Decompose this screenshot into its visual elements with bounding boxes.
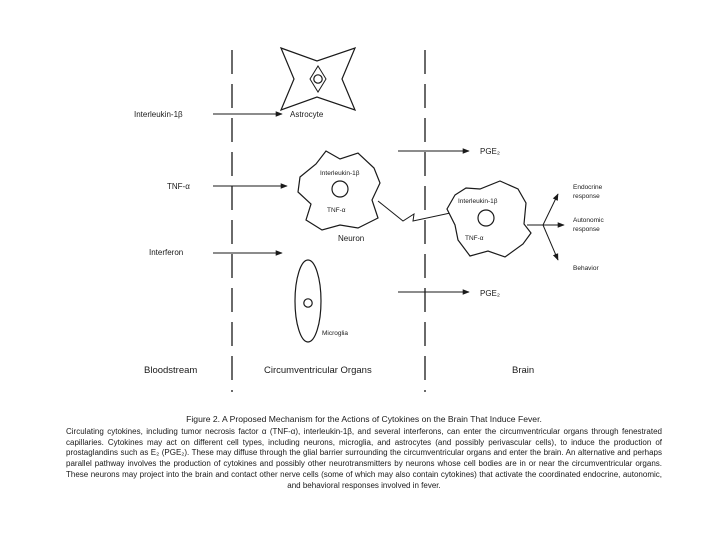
pge-arrows [398, 148, 470, 295]
tnf-input-label: TNF-α [167, 182, 190, 191]
figure-caption: Figure 2. A Proposed Mechanism for the A… [66, 414, 662, 492]
endocrine-label-line1: Endocrine [573, 184, 603, 191]
behavior-arrow [542, 224, 559, 261]
brain-neuron-nucleus [477, 209, 495, 227]
response-arrows [527, 193, 565, 261]
boundary-lines [231, 50, 426, 392]
brain-neuron-cell [446, 180, 532, 258]
astrocyte-nucleus [313, 74, 323, 84]
microglia-cell [294, 259, 322, 343]
interleukin-input-label: Interleukin-1β [134, 110, 183, 119]
brain-neuron-interleukin-label: Interleukin-1β [458, 198, 498, 205]
behavior-label: Behavior [573, 265, 599, 272]
input-arrows [213, 111, 288, 256]
microglia-label: Microglia [322, 330, 348, 337]
endocrine-arrow [542, 193, 559, 226]
bloodstream-region-label: Bloodstream [144, 365, 197, 376]
neuron-label: Neuron [338, 234, 364, 243]
cytokine-mechanism-diagram: Interleukin-1β TNF-α Interferon Astrocyt… [134, 46, 604, 392]
interferon-input-label: Interferon [149, 248, 183, 257]
autonomic-label-line1: Autonomic [573, 217, 604, 224]
pge-bottom-label: PGE₂ [480, 289, 500, 298]
figure-caption-body: Circulating cytokines, including tumor n… [66, 426, 662, 490]
circumventricular-region-label: Circumventricular Organs [264, 365, 372, 376]
brain-neuron-tnf-label: TNF-α [465, 235, 484, 242]
neuron-interleukin-label: Interleukin-1β [320, 170, 360, 177]
neuron-axon [377, 200, 456, 222]
neuron-nucleus [331, 180, 349, 198]
pge-top-label: PGE₂ [480, 147, 500, 156]
figure-caption-title: Figure 2. A Proposed Mechanism for the A… [186, 414, 542, 424]
astrocyte-label: Astrocyte [290, 110, 324, 119]
microglia-nucleus [303, 298, 313, 308]
endocrine-label-line2: response [573, 193, 600, 200]
neuron-tnf-label: TNF-α [327, 207, 346, 214]
astrocyte-cell [279, 46, 357, 112]
brain-region-label: Brain [512, 365, 534, 376]
neuron-cell [297, 150, 456, 231]
autonomic-label-line2: response [573, 226, 600, 233]
